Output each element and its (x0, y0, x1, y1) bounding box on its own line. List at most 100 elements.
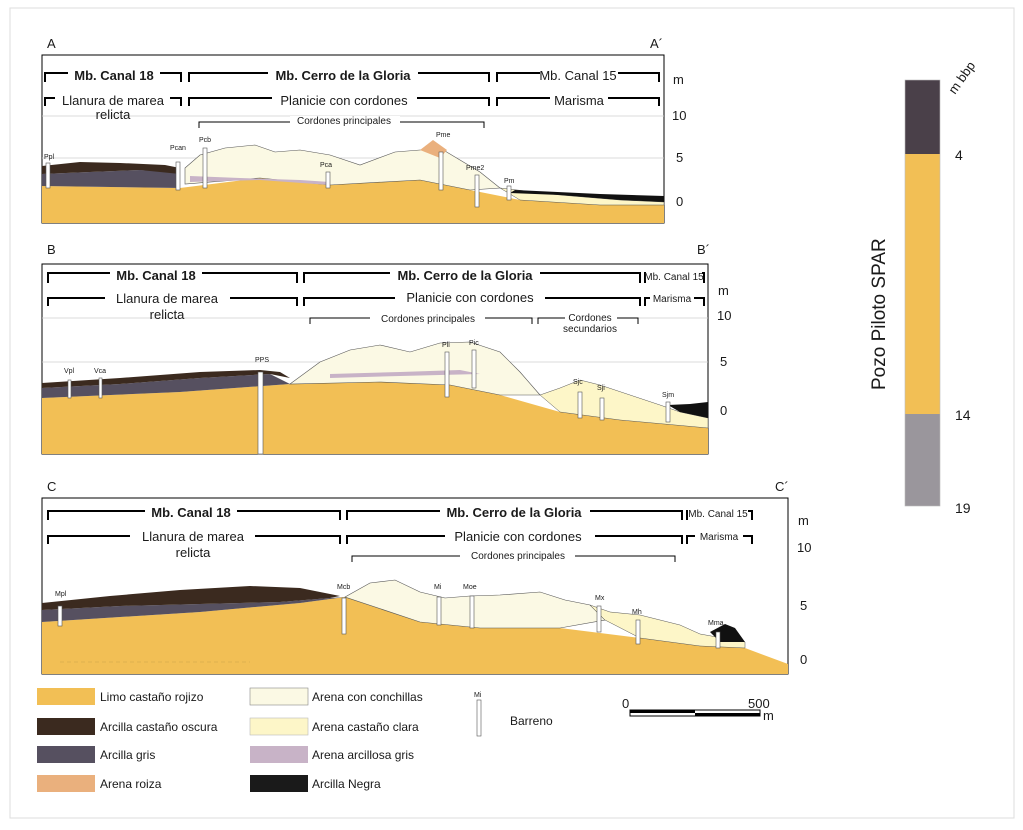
legend-swatch (37, 718, 95, 735)
legend-swatch (250, 775, 308, 792)
label-bg (130, 532, 255, 544)
section-b-limo (42, 382, 708, 454)
label-bg (540, 70, 618, 82)
column-depth-4: 4 (955, 147, 963, 163)
axis-tick: 0 (676, 194, 683, 209)
label-bg (55, 95, 170, 107)
env-planicie: Planicie con cordones (406, 290, 534, 305)
column-depth-19: 19 (955, 500, 971, 516)
label-bg (370, 314, 485, 324)
section-b-arcilla-gris (42, 374, 290, 398)
label-bg (272, 95, 417, 107)
borehole (45, 162, 51, 189)
borehole (67, 379, 72, 399)
well-label: Vca (94, 368, 106, 375)
well-label: Sjm (662, 392, 674, 399)
legend-label: Arcilla gris (100, 748, 155, 762)
section-a: A A´ Ppl Pcan Pcb Pca Pme Pme2 Pm (41, 36, 686, 224)
well-label: Sjc (573, 379, 583, 386)
axis-tick: 5 (676, 150, 683, 165)
unit-canal-18: Mb. Canal 18 (74, 68, 153, 83)
column-title: Pozo Piloto SPAR (869, 238, 890, 390)
label-bg (268, 70, 418, 82)
env-marisma: Marisma (554, 93, 605, 108)
section-c-arena-conchillas (344, 579, 606, 629)
env-planicie: Planicie con cordones (280, 93, 408, 108)
label-bg (145, 507, 237, 519)
unit-cerro-gloria: Mb. Cerro de la Gloria (397, 268, 533, 283)
well-label: Mcb (337, 584, 350, 591)
column-layer-middle (905, 154, 940, 414)
label-bg (688, 509, 748, 519)
legend-swatch (37, 775, 95, 792)
borehole (635, 619, 641, 645)
well-label: Ppl (44, 154, 55, 161)
legend-swatch (249, 687, 309, 706)
axis-unit: m (798, 513, 809, 528)
section-a-arcilla-oscura (42, 162, 180, 174)
borehole (577, 391, 583, 419)
label-bg (290, 116, 400, 126)
section-c: C C´ Mpl Mcb Mi Moe Mx Mh Mma Mb. Canal … (41, 479, 811, 675)
pozo-piloto-column: m bbp 4 14 19 Pozo Piloto SPAR (869, 59, 978, 516)
borehole (469, 595, 475, 629)
legend-label: Arena roiza (100, 777, 162, 791)
unit-canal-15: Mb. Canal 15 (539, 68, 616, 83)
legend-swatch (37, 746, 95, 763)
section-b-arena-conchillas (289, 341, 541, 396)
scale-bar-fill-2 (695, 713, 760, 716)
scale-end: 500 (748, 696, 770, 711)
borehole (325, 171, 331, 189)
axis-tick: 10 (717, 308, 731, 323)
axis-unit: m (673, 72, 684, 87)
section-a-limo (42, 178, 664, 223)
borehole-label: Barreno (510, 714, 553, 728)
scale-start: 0 (622, 696, 629, 711)
env-relicta: relicta (96, 107, 131, 122)
env-marisma: Marisma (653, 294, 692, 305)
axis-tick: 0 (720, 403, 727, 418)
sub-cordones-principales: Cordones principales (471, 551, 565, 562)
well-label: Pcb (199, 137, 211, 144)
axis-tick: 0 (800, 652, 807, 667)
borehole (341, 597, 347, 635)
section-a-label-left: A (47, 36, 56, 51)
well-label: Pca (320, 162, 332, 169)
legend-label: Arena con conchillas (312, 690, 423, 704)
scale-bar-fill-1 (630, 710, 695, 713)
axis-tick: 5 (800, 598, 807, 613)
legend-swatch (249, 717, 309, 736)
sub-cordones: Cordones (568, 313, 611, 324)
section-b-arcilla-oscura (42, 370, 290, 388)
label-bg (565, 313, 617, 323)
borehole (98, 377, 103, 399)
unit-canal-18: Mb. Canal 18 (151, 505, 230, 520)
legend-label: Limo castaño rojizo (100, 690, 204, 704)
label-bg (440, 507, 590, 519)
section-c-arcilla-gris (42, 597, 345, 622)
well-label: PPS (255, 357, 269, 364)
label-bg (445, 532, 595, 544)
legend-swatch (37, 688, 95, 705)
borehole (202, 147, 208, 189)
label-bg (695, 532, 743, 542)
legend-label: Arena arcillosa gris (312, 748, 414, 762)
borehole (506, 185, 512, 201)
label-bg (68, 70, 160, 82)
legend-label: Arcilla Negra (312, 777, 381, 791)
label-bg (650, 294, 694, 304)
column-unit: m bbp (945, 59, 978, 97)
well-label: Pme (436, 132, 451, 139)
section-a-label-right: A´ (650, 36, 663, 51)
section-c-limo (42, 597, 788, 674)
axis-unit: m (718, 283, 729, 298)
section-a-arena-arcillosa (190, 176, 330, 185)
axis-tick: 10 (672, 108, 686, 123)
unit-cerro-gloria: Mb. Cerro de la Gloria (446, 505, 582, 520)
unit-cerro-gloria: Mb. Cerro de la Gloria (275, 68, 411, 83)
borehole (665, 401, 671, 423)
borehole (444, 351, 450, 398)
env-marisma: Marisma (700, 532, 739, 543)
borehole (436, 596, 442, 626)
